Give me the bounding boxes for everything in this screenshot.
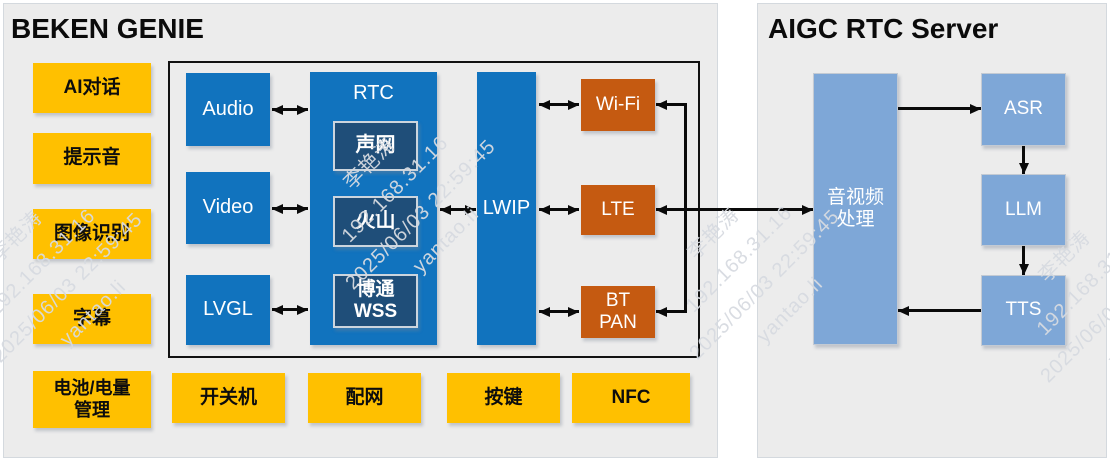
- tts-box: TTS: [981, 275, 1066, 346]
- provider-box-shengwang: 声网: [333, 121, 418, 171]
- arrow-asr-llm: [1022, 146, 1025, 174]
- feature-box-battery-management: 电池/电量 管理: [33, 371, 151, 428]
- arrow-trunk-btpan: [656, 310, 687, 313]
- arrow-lwip-wifi: [539, 103, 579, 106]
- feature-box-prompt-tone: 提示音: [33, 133, 151, 184]
- arrow-rtc-lwip: [440, 208, 476, 211]
- arrow-audio-rtc: [272, 108, 308, 111]
- media-processing-box: 音视频 处理: [813, 73, 898, 345]
- module-box-audio: Audio: [186, 73, 270, 146]
- bottom-box-nfc: NFC: [572, 373, 690, 423]
- provider-box-botong-wss: 博通 WSS: [333, 274, 418, 328]
- arrow-media-asr: [898, 107, 981, 110]
- radio-box-lte: LTE: [581, 185, 655, 235]
- asr-box: ASR: [981, 73, 1066, 146]
- radio-box-wifi: Wi-Fi: [581, 79, 655, 131]
- arrow-lwip-btpan: [539, 310, 579, 313]
- feature-box-ai-dialog: AI对话: [33, 63, 151, 113]
- arrow-tts-media: [898, 309, 981, 312]
- radio-box-bt-pan: BT PAN: [581, 286, 655, 338]
- left-panel-title: BEKEN GENIE: [11, 13, 204, 44]
- feature-box-subtitle: 字幕: [33, 294, 151, 344]
- arrow-lvgl-rtc: [272, 308, 308, 311]
- arrow-lte-media-processing: [656, 208, 813, 211]
- bottom-box-power-switch: 开关机: [172, 373, 285, 423]
- feature-box-image-recognition: 图像识别: [33, 209, 151, 259]
- lwip-box: LWIP: [477, 72, 536, 345]
- arrow-llm-tts: [1022, 246, 1025, 275]
- provider-box-huoshan: 火山: [333, 196, 418, 247]
- arrow-lwip-lte: [539, 208, 579, 211]
- module-box-lvgl: LVGL: [186, 275, 270, 345]
- right-panel-title: AIGC RTC Server: [768, 13, 999, 44]
- bottom-box-network-config: 配网: [308, 373, 421, 423]
- bottom-box-buttons: 按键: [447, 373, 560, 423]
- rtc-label: RTC: [353, 82, 394, 104]
- arrow-video-rtc: [272, 207, 308, 210]
- llm-box: LLM: [981, 174, 1066, 246]
- module-box-video: Video: [186, 172, 270, 244]
- arrow-trunk-wifi: [656, 103, 687, 106]
